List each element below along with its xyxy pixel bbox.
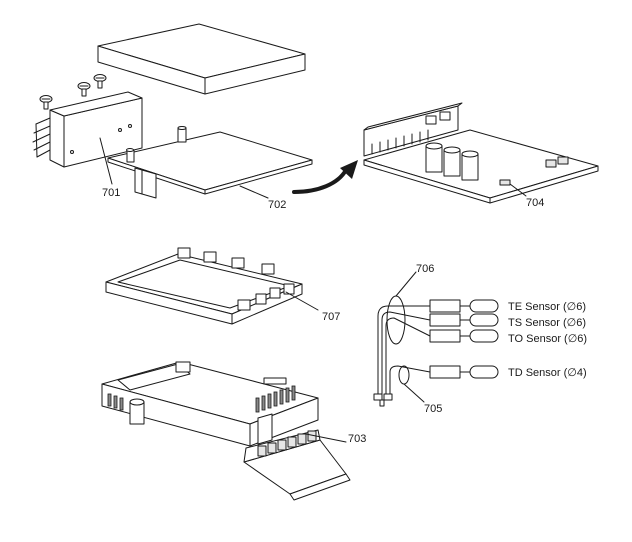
callout-702: 702 <box>268 199 286 211</box>
heat-sink <box>32 91 143 168</box>
callout-703: 703 <box>348 433 366 445</box>
screw <box>77 82 91 97</box>
te-sensor-label: TE Sensor (∅6) <box>508 301 586 313</box>
terminal-screws <box>257 430 317 457</box>
tray-707 <box>105 247 303 325</box>
capacitor <box>461 150 479 181</box>
capacitor <box>425 142 443 173</box>
top-cover <box>97 23 306 95</box>
screw <box>93 74 107 89</box>
base-chassis <box>101 361 319 447</box>
callout-707: 707 <box>322 311 340 323</box>
callout-706: 706 <box>416 263 434 275</box>
screw <box>39 95 53 110</box>
callout-704: 704 <box>526 197 544 209</box>
leader-lines <box>99 137 527 443</box>
sensor-harness <box>373 295 499 407</box>
pcb-board-702 <box>107 126 313 199</box>
transition-arrow <box>292 160 358 194</box>
mounting-screws <box>39 74 107 110</box>
assembled-board-704 <box>363 102 599 204</box>
callout-701: 701 <box>102 187 120 199</box>
terminal-block-703 <box>243 413 351 501</box>
ts-sensor-label: TS Sensor (∅6) <box>508 317 586 329</box>
to-sensor-label: TO Sensor (∅6) <box>508 333 587 345</box>
capacitor <box>443 146 461 177</box>
callout-705: 705 <box>424 403 442 415</box>
td-sensor-label: TD Sensor (∅4) <box>508 367 587 379</box>
